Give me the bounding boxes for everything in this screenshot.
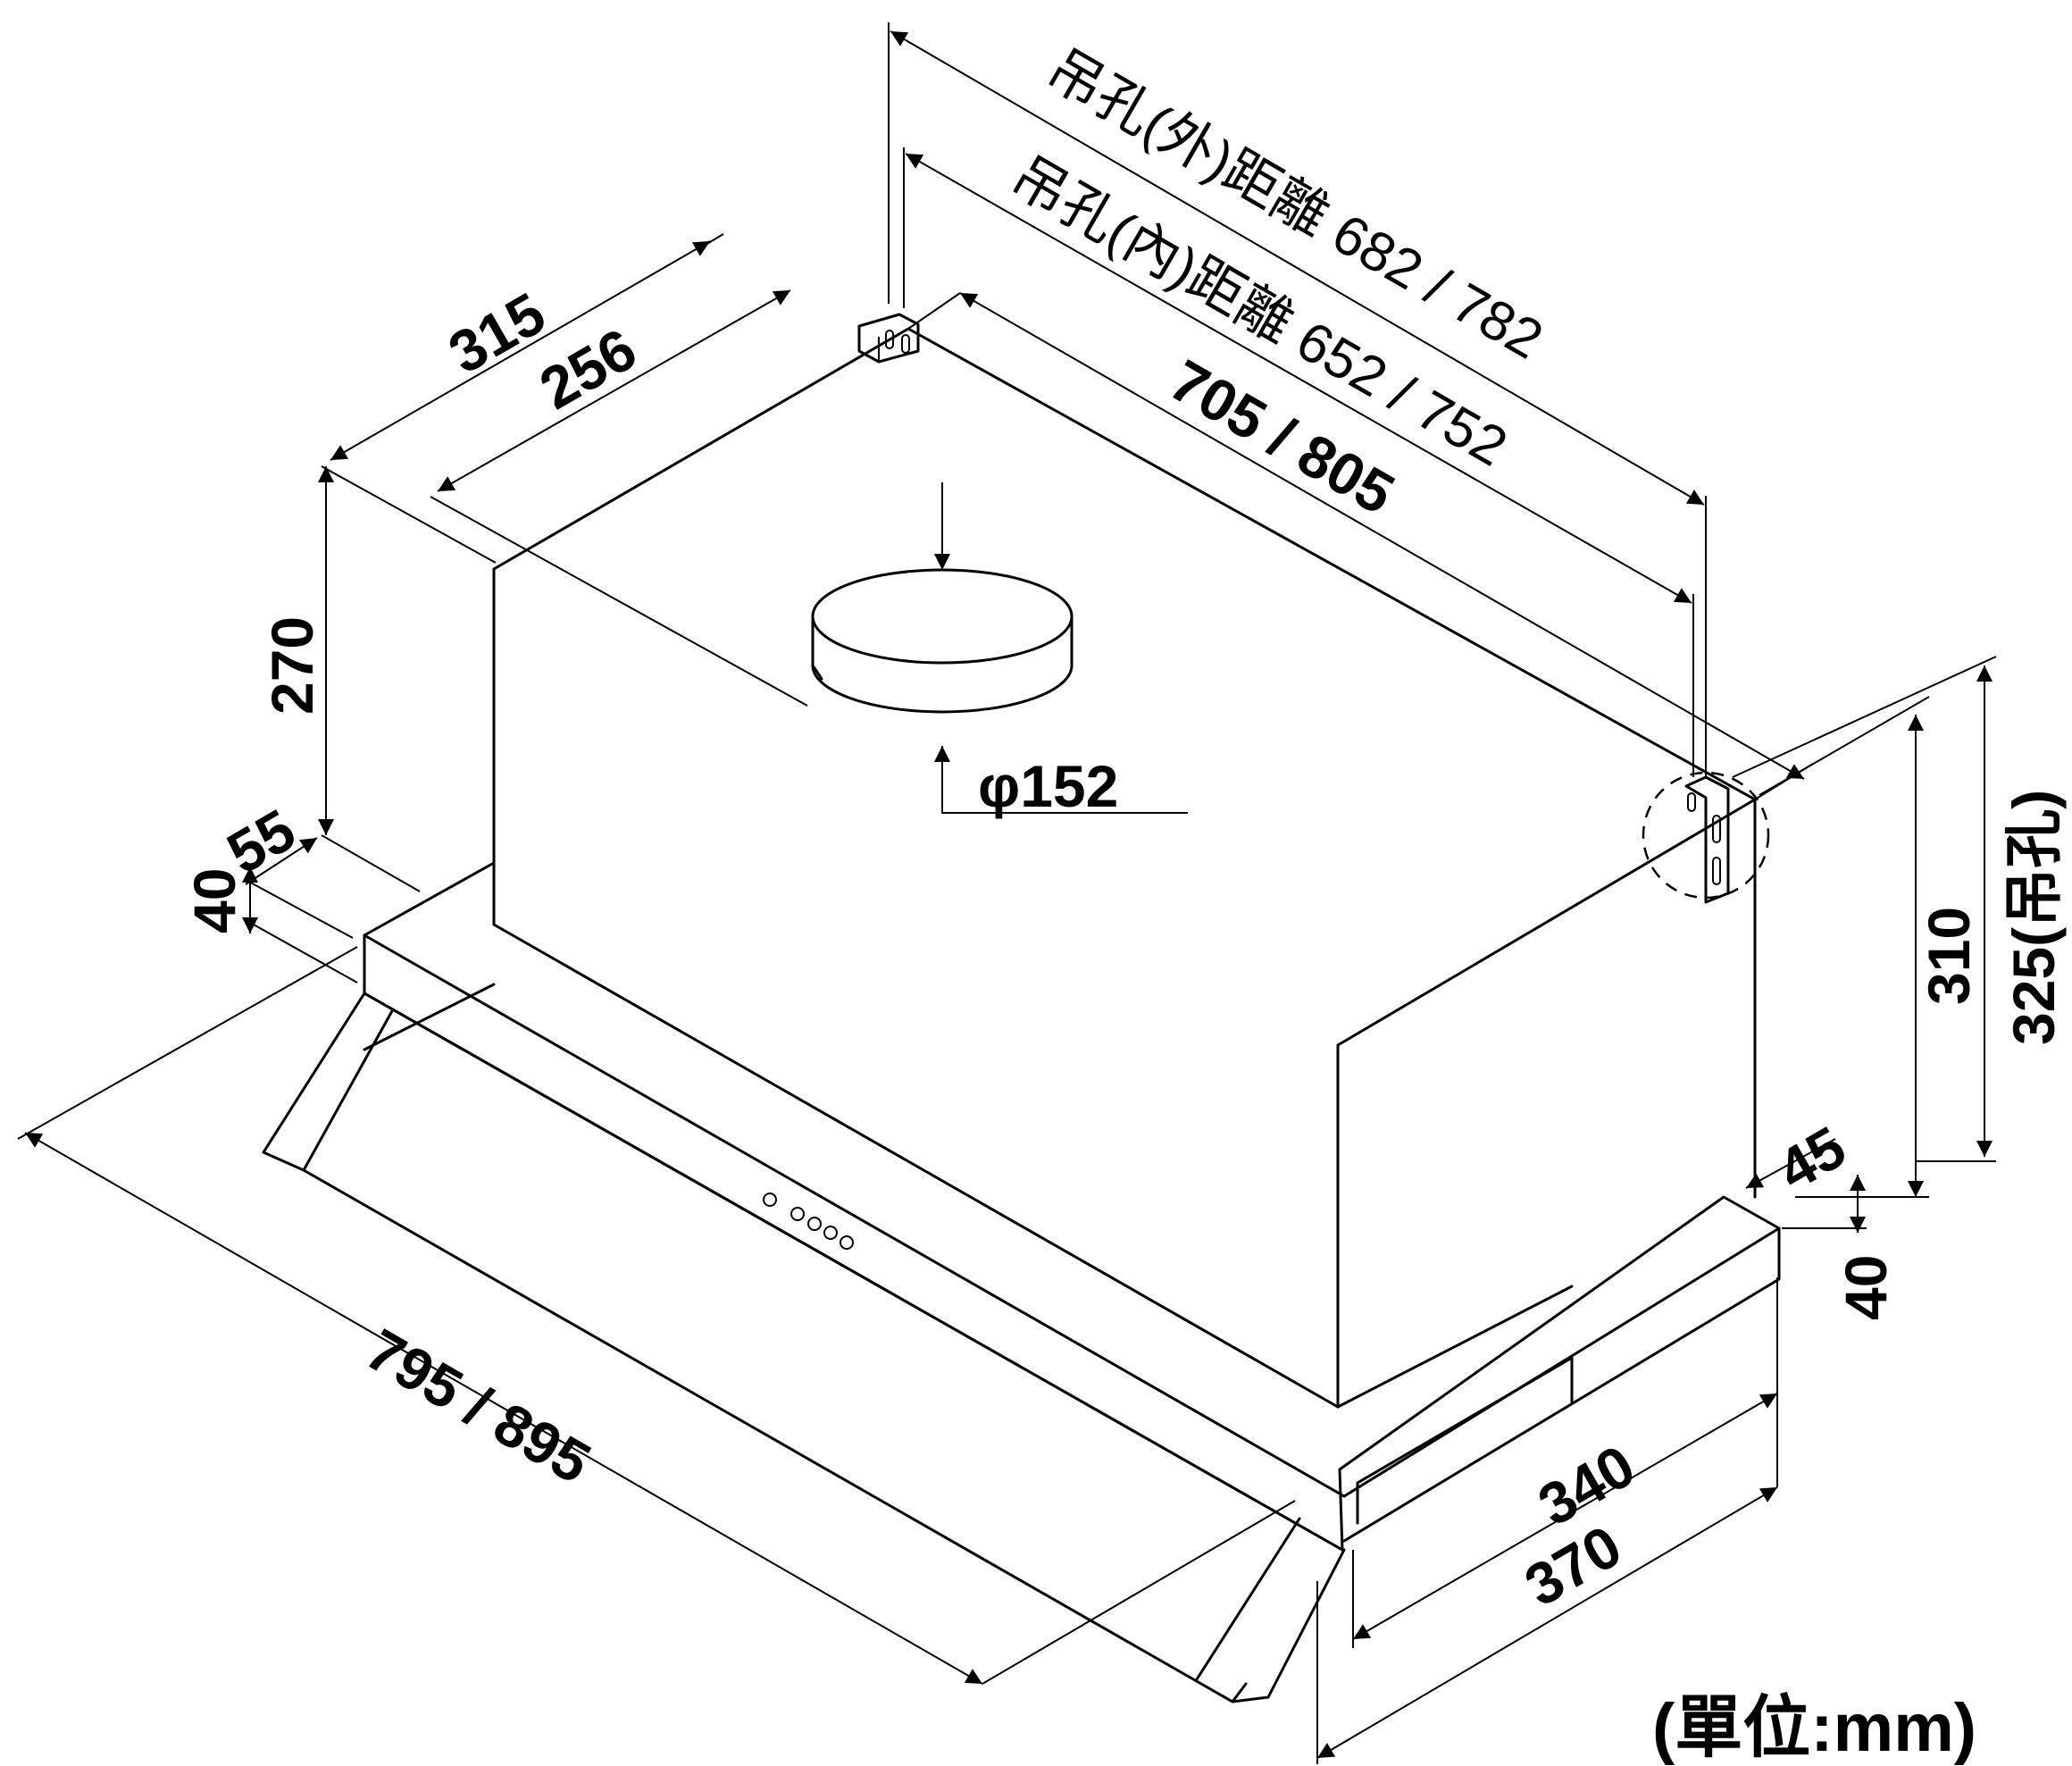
hanging-bracket-right	[1684, 775, 1730, 904]
label-height-270: 270	[259, 616, 325, 715]
dimension-labels: 吊孔(外)距離 682 / 782 吊孔(內)距離 652 / 752 705 …	[181, 38, 2067, 1766]
label-height-325: 325(吊孔)	[2001, 790, 2067, 1045]
label-unit: (單位:mm)	[1652, 1690, 1976, 1766]
label-dim-40-left: 40	[181, 868, 247, 933]
label-duct-diameter: φ152	[978, 753, 1118, 819]
label-dim-40-right: 40	[1833, 1255, 1899, 1320]
hood-body	[492, 327, 1757, 1409]
bracket-detail-circle	[1642, 771, 1770, 900]
label-dim-45: 45	[1767, 1113, 1857, 1203]
label-front-width: 795 / 895	[355, 1316, 601, 1496]
hanging-bracket-left	[857, 313, 920, 364]
label-height-310: 310	[1916, 907, 1982, 1005]
duct-collar	[811, 568, 1074, 714]
dimension-lines	[17, 22, 1997, 1764]
label-depth-370: 370	[1514, 1512, 1632, 1619]
